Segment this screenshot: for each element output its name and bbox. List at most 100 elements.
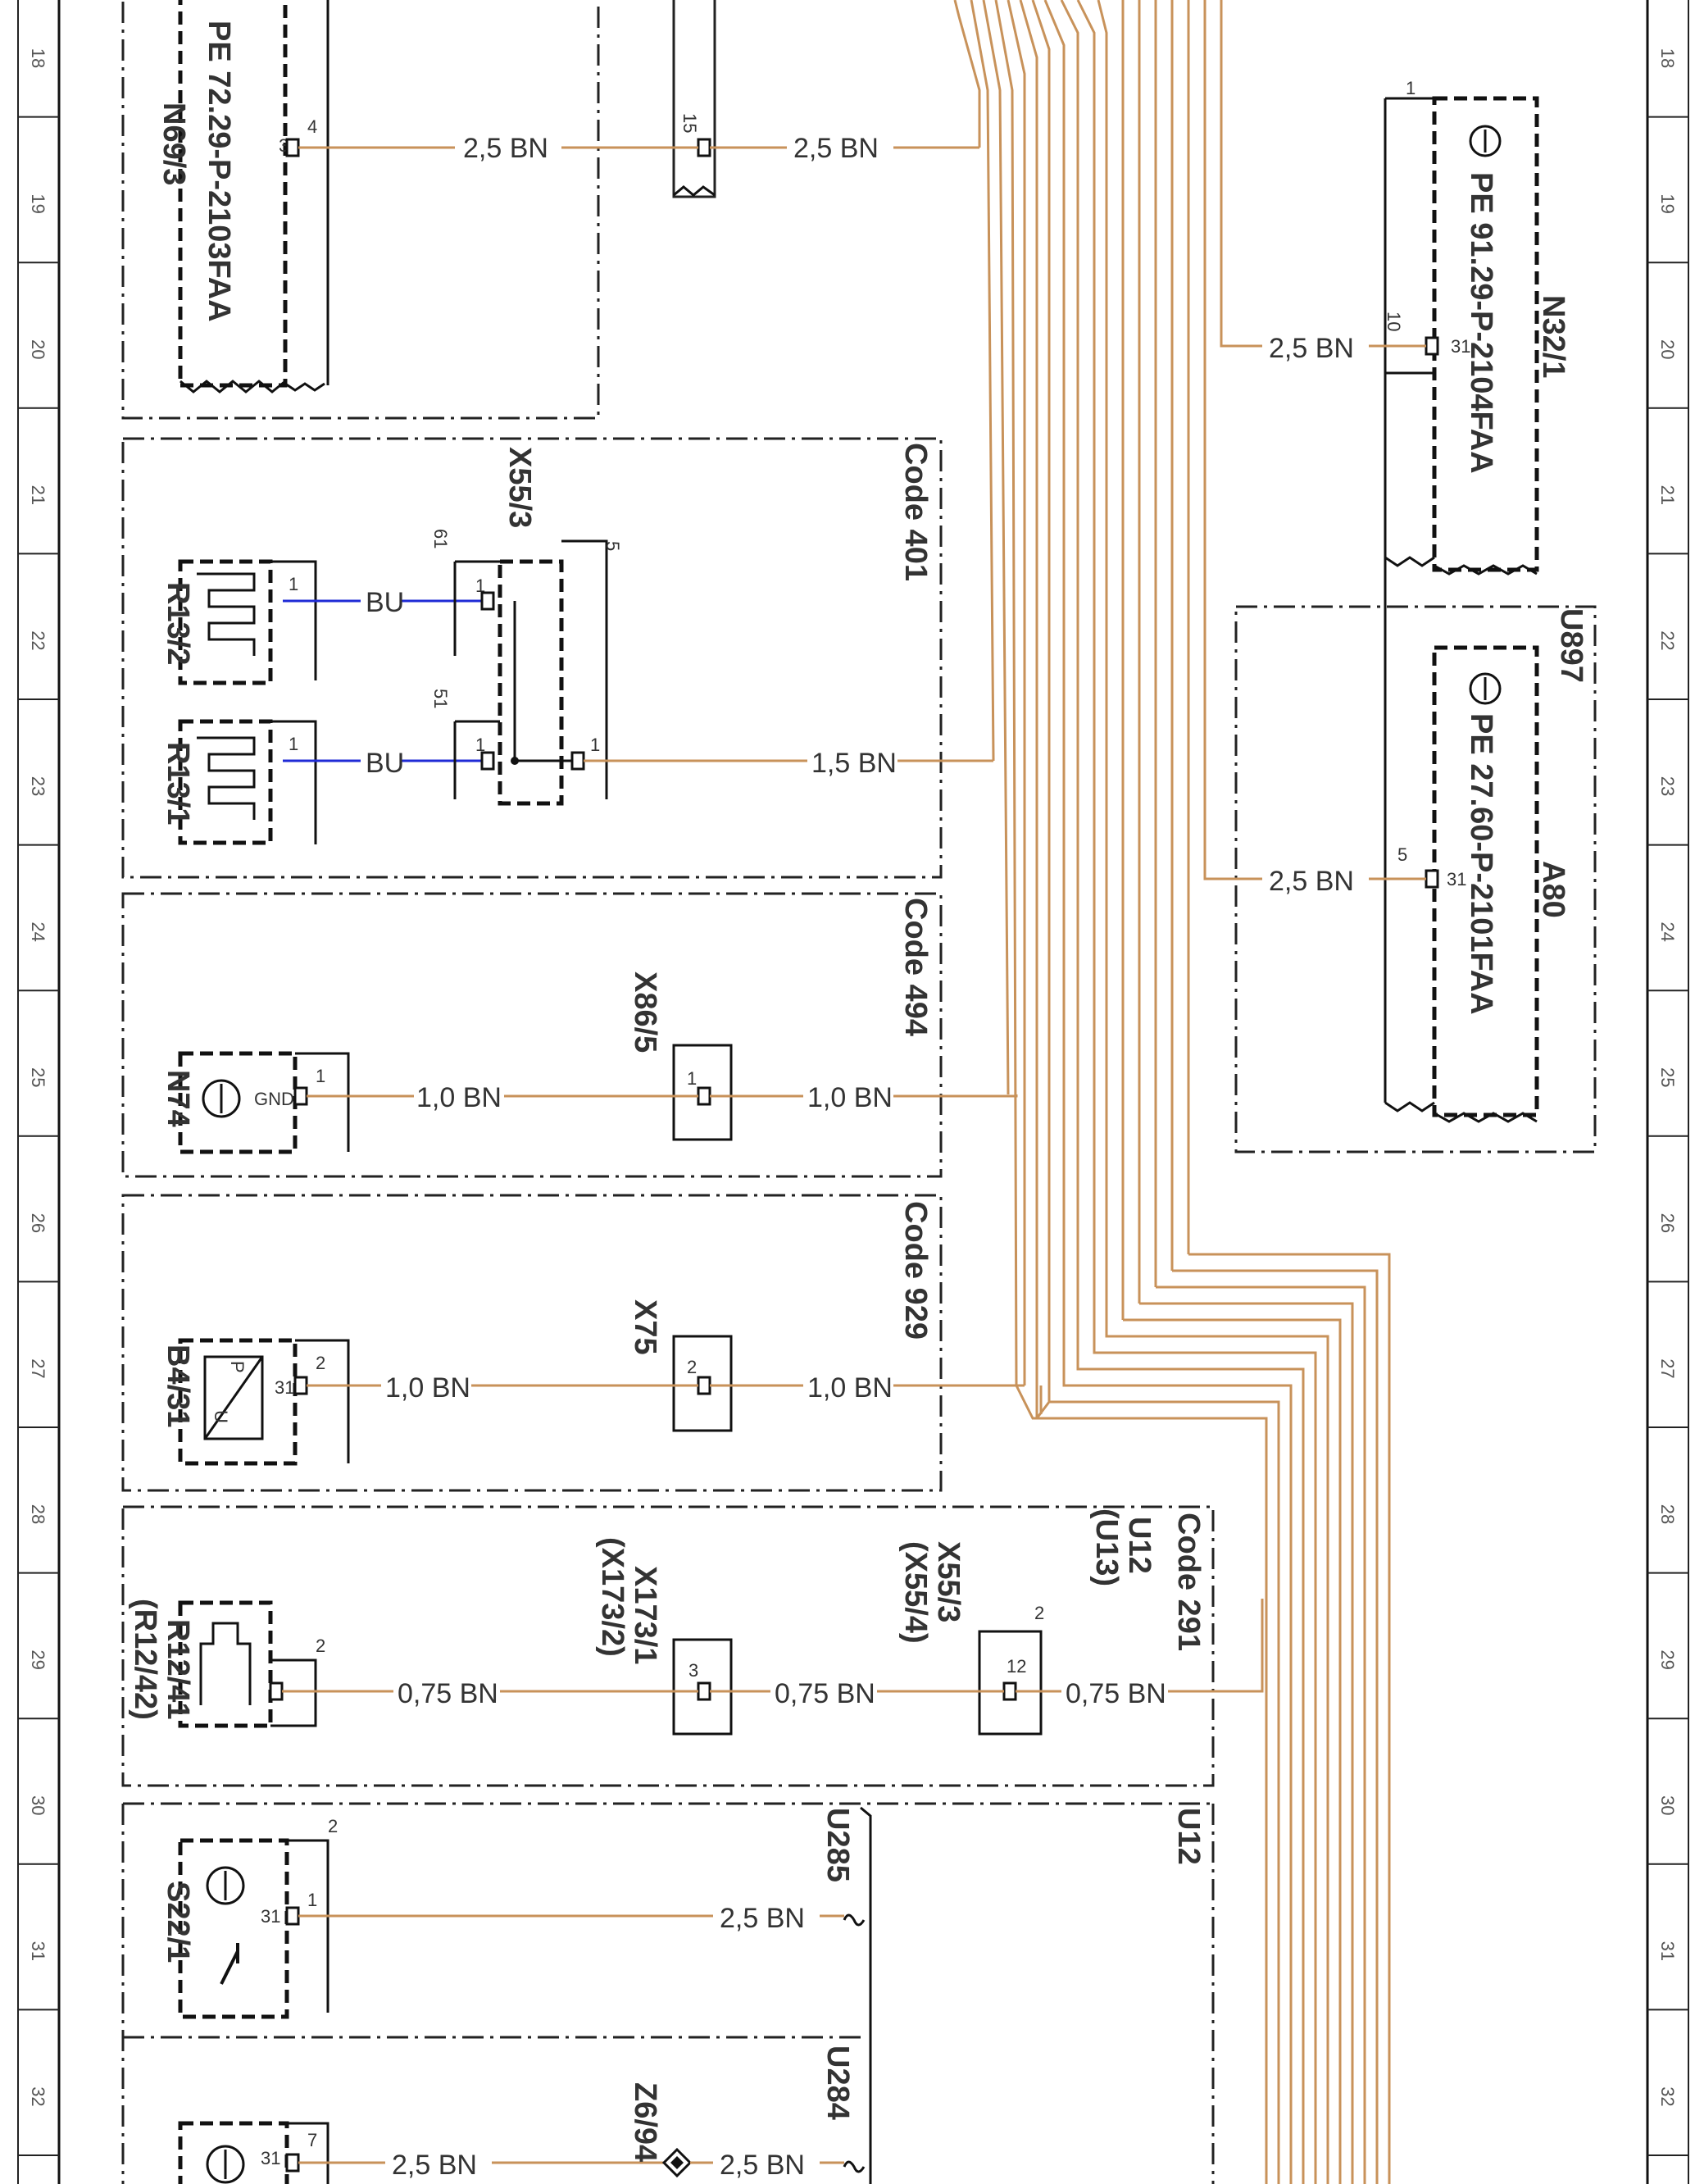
n69-3-box xyxy=(121,0,600,420)
z6-94-label: Z6/94 xyxy=(628,2082,662,2162)
u12-label: U12 xyxy=(1171,1808,1206,1865)
left-ruler-number: 20 xyxy=(28,339,48,359)
r13-2-label: R13/2 xyxy=(161,582,195,665)
wire-label-w14: 2,5 BN xyxy=(392,2150,477,2181)
transistor-icon xyxy=(202,1079,241,1118)
x55-3-pin-b: 51 xyxy=(430,689,451,708)
code-401-label: Code 401 xyxy=(898,443,933,581)
transistor-icon xyxy=(1469,125,1502,157)
a80-doc: PE 27.60-P-2101FAA xyxy=(1464,713,1498,1015)
x86-5-pin: 1 xyxy=(687,1068,697,1089)
wire-label-w5: 1,5 BN xyxy=(811,748,897,779)
switch-icon xyxy=(220,1943,239,1985)
a80-label: A80 xyxy=(1536,861,1570,918)
right-ruler-number: 32 xyxy=(1657,2086,1678,2106)
u897-label: U897 xyxy=(1554,608,1588,683)
right-ruler-number: 26 xyxy=(1657,1213,1678,1233)
left-ruler-number: 27 xyxy=(28,1358,48,1378)
s22-1-term: 31 xyxy=(261,1906,280,1927)
wire-label-w4: 2,5 BN xyxy=(1269,866,1354,897)
left-ruler-number: 22 xyxy=(28,630,48,650)
code-494-box xyxy=(121,892,943,1178)
n32-1-module xyxy=(1432,96,1539,572)
x55-3-pin-1b: 1 xyxy=(475,735,485,755)
code-929-label: Code 929 xyxy=(898,1201,933,1340)
x173-1-label: X173/1 xyxy=(628,1566,662,1664)
bottom-pin: 7 xyxy=(307,2130,317,2150)
x75-pin: 2 xyxy=(687,1357,697,1377)
left-ruler-number: 30 xyxy=(28,1795,48,1815)
x55-3-pin-a: 61 xyxy=(430,529,451,548)
left-ruler-number: 25 xyxy=(28,1067,48,1087)
r13-1-pin: 1 xyxy=(289,734,298,754)
right-ruler-number: 23 xyxy=(1657,776,1678,796)
right-ruler-number: 21 xyxy=(1657,485,1678,505)
x75-label: X75 xyxy=(628,1299,662,1355)
x173-1-pin: 3 xyxy=(688,1660,698,1681)
right-ruler-number: 29 xyxy=(1657,1649,1678,1669)
r12-41-pin: 2 xyxy=(316,1636,325,1656)
n69-3-module xyxy=(178,0,288,388)
transistor-icon xyxy=(206,1866,245,1905)
wire-label-w3: 2,5 BN xyxy=(1269,333,1354,364)
wire-label-w2: 2,5 BN xyxy=(793,133,879,164)
code-401-box xyxy=(121,437,943,879)
wire-label-w9: 1,0 BN xyxy=(807,1372,893,1404)
s22-1-label: S22/1 xyxy=(161,1881,195,1963)
b4-31-sym-p: P xyxy=(227,1361,248,1373)
right-ruler-number: 20 xyxy=(1657,339,1678,359)
b4-31-pin: 2 xyxy=(316,1353,325,1373)
b4-31-sym-u: U xyxy=(211,1410,231,1423)
wire-label-w11: 0,75 BN xyxy=(775,1678,875,1709)
n32-1-doc: PE 91.29-P-2104FAA xyxy=(1464,172,1498,474)
wire-label-w15: 2,5 BN xyxy=(720,2150,805,2181)
r12-41-alt: (R12/42) xyxy=(128,1599,162,1720)
b4-31-term: 31 xyxy=(275,1377,294,1398)
left-ruler xyxy=(17,0,61,2184)
left-ruler-number: 19 xyxy=(28,193,48,213)
r13-2-module xyxy=(178,559,273,685)
wire-label-w8: 1,0 BN xyxy=(385,1372,470,1404)
x55-3-pin-1a: 1 xyxy=(475,576,485,596)
top-conn-pin: 15 xyxy=(679,113,700,133)
right-ruler-number: 19 xyxy=(1657,193,1678,213)
wire-label-w13: 2,5 BN xyxy=(720,1903,805,1934)
n74-term: GND xyxy=(254,1089,294,1109)
x173-1-alt: (X173/2) xyxy=(595,1537,629,1657)
right-ruler-number: 27 xyxy=(1657,1358,1678,1378)
r13-1-label: R13/1 xyxy=(161,742,195,825)
left-ruler-number: 21 xyxy=(28,485,48,505)
n69-3-label: N69/3 xyxy=(157,102,191,185)
x55-3b-label: X55/3 xyxy=(931,1541,966,1622)
wire-label-w12: 0,75 BN xyxy=(1066,1678,1166,1709)
n69-3-doc: PE 72.29-P-2103FAA xyxy=(202,20,236,322)
x55-3-module xyxy=(498,559,564,806)
x86-5-label: X86/5 xyxy=(628,971,662,1053)
right-ruler-number: 22 xyxy=(1657,630,1678,650)
wire-label-w1: 2,5 BN xyxy=(463,133,548,164)
n69-3-pin-num: 4 xyxy=(307,116,317,137)
r12-41-module xyxy=(178,1600,273,1728)
right-ruler-number: 18 xyxy=(1657,48,1678,68)
left-ruler-number: 31 xyxy=(28,1941,48,1961)
s22-1-pin-top: 2 xyxy=(328,1816,338,1836)
svg-text:1: 1 xyxy=(1406,78,1416,98)
wire-label-bu1: BU xyxy=(366,587,404,618)
x55-3b-alt: (X55/4) xyxy=(898,1541,933,1644)
left-ruler-number: 24 xyxy=(28,921,48,941)
code-291-box xyxy=(121,1505,1215,1787)
s22-1-module xyxy=(178,1838,289,2019)
u284-label: U284 xyxy=(820,2045,855,2120)
code-929-box xyxy=(121,1194,943,1492)
left-ruler-number: 26 xyxy=(28,1213,48,1233)
left-ruler-number: 29 xyxy=(28,1649,48,1669)
left-ruler-number: 23 xyxy=(28,776,48,796)
r12-41-label: R12/41 xyxy=(161,1619,195,1720)
b4-31-label: B4/31 xyxy=(161,1345,195,1427)
x55-3-pin-c: 5 xyxy=(602,541,623,551)
transistor-icon xyxy=(1469,672,1502,705)
wire-label-w6: 1,0 BN xyxy=(416,1082,502,1113)
n32-1-pin-term: 31 xyxy=(1451,336,1470,357)
